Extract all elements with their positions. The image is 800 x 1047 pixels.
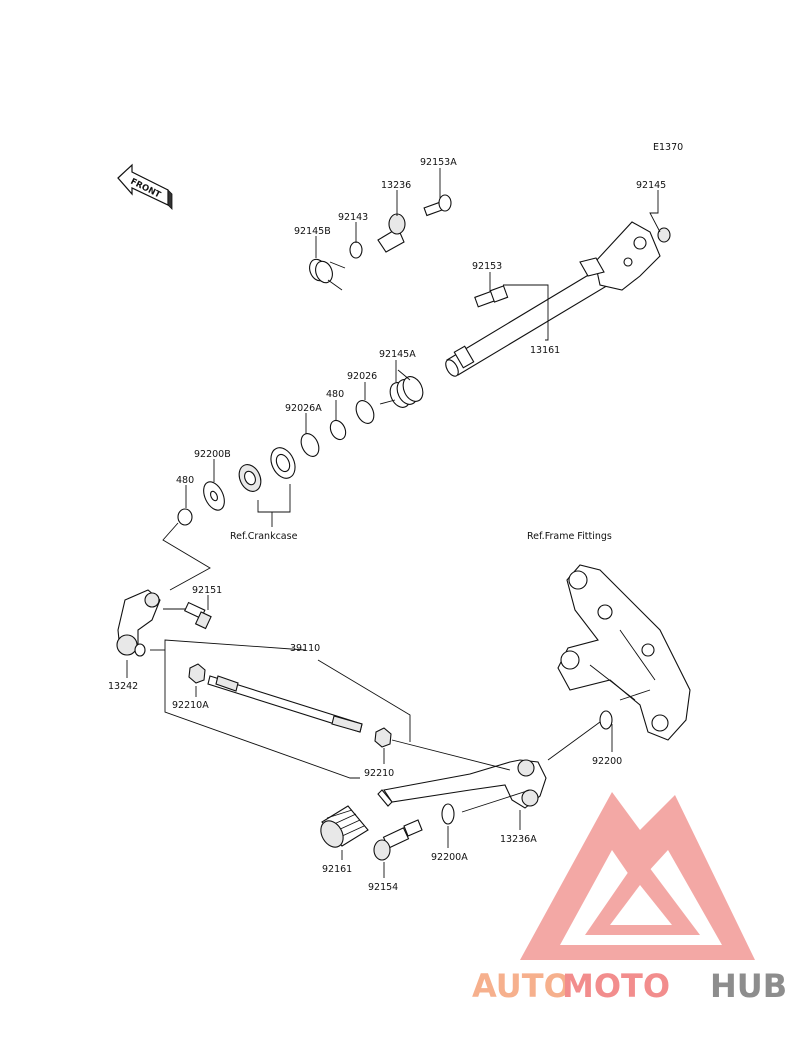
bolt-92154: [373, 819, 423, 861]
circlip-480-lower: [177, 508, 193, 526]
bolt-92151: [183, 601, 212, 630]
roller-13236: [377, 213, 406, 253]
label-92145: 92145: [636, 180, 666, 191]
label-92026A: 92026A: [285, 403, 322, 414]
front-arrow-icon: FRONT: [117, 163, 173, 210]
label-13161: 13161: [530, 345, 560, 356]
washer-92200: [599, 710, 613, 730]
watermark-auto: AUTO: [472, 967, 571, 1005]
label-480-lower: 480: [176, 475, 194, 486]
ref-frame-fittings-label: Ref.Frame Fittings: [527, 531, 612, 542]
arm-13242: [116, 589, 161, 657]
label-92026: 92026: [347, 371, 377, 382]
label-39110: 39110: [290, 643, 320, 654]
circlip-480-upper: [329, 419, 347, 441]
footpeg-rubber-92161: [320, 805, 369, 848]
label-13236: 13236: [381, 180, 411, 191]
label-13236A: 13236A: [500, 834, 537, 845]
nut-92210A: [188, 663, 206, 684]
shift-pedal-13236A: [377, 759, 547, 809]
washer-92200B: [203, 481, 225, 511]
bolt-92153: [474, 285, 509, 308]
label-92154: 92154: [368, 882, 398, 893]
label-92153A: 92153A: [420, 157, 457, 168]
nut-92210: [374, 727, 392, 748]
label-92210A: 92210A: [172, 700, 209, 711]
label-92200B: 92200B: [194, 449, 231, 460]
frame-fitting-bracket: [557, 564, 691, 741]
needle-bearing: [270, 447, 296, 479]
label-92145B: 92145B: [294, 226, 331, 237]
label-92145A: 92145A: [379, 349, 416, 360]
label-92210: 92210: [364, 768, 394, 779]
washer-92026: [355, 400, 375, 424]
spring-92145A: [379, 369, 424, 408]
washer-92026A: [300, 433, 320, 457]
label-92200A: 92200A: [431, 852, 468, 863]
label-92143: 92143: [338, 212, 368, 223]
spring-92145B: [309, 258, 346, 291]
watermark-moto: MOTO: [562, 967, 670, 1005]
watermark-hub: HUB: [710, 967, 787, 1005]
diagram-code: E1370: [653, 142, 683, 153]
bolt-92153A: [423, 194, 452, 217]
label-13242: 13242: [108, 681, 138, 692]
label-480-upper: 480: [326, 389, 344, 400]
label-92161: 92161: [322, 864, 352, 875]
collar-92143: [349, 241, 363, 259]
automotohub-logo: AUTO MOTO HUB: [472, 792, 787, 1005]
oil-seal: [238, 464, 262, 492]
label-92151: 92151: [192, 585, 222, 596]
shift-shaft-13161: [445, 221, 671, 377]
ref-crankcase-label: Ref.Crankcase: [230, 531, 298, 542]
tie-rod-39110: [207, 675, 363, 733]
label-92153: 92153: [472, 261, 502, 272]
washer-92200A: [441, 803, 455, 825]
label-92200: 92200: [592, 756, 622, 767]
